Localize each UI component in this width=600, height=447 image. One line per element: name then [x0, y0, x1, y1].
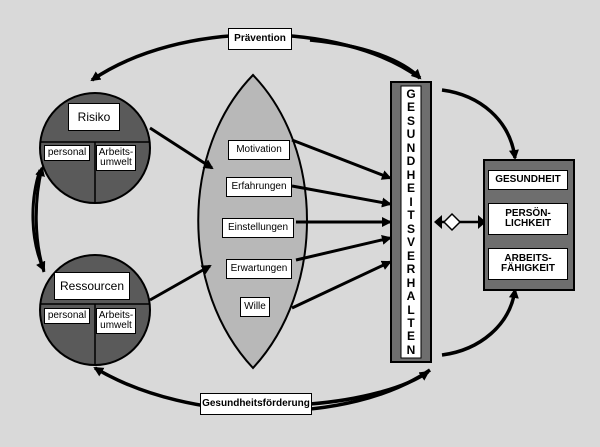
risk-personal: personal: [44, 145, 90, 161]
behavior-letter: S: [406, 221, 415, 236]
behavior-letter: V: [406, 235, 415, 250]
behavior-letter: N: [406, 140, 416, 155]
prevention-label: Prävention: [228, 28, 292, 50]
resources-work-environment: Arbeits- umwelt: [96, 308, 136, 334]
factor-erfahrungen: Erfahrungen: [226, 177, 292, 197]
left-arc-up: [34, 166, 46, 273]
risk-to-lens-arrow: [149, 126, 214, 170]
resources-personal: personal: [44, 308, 90, 324]
behavior-letter: E: [406, 100, 415, 115]
risk-work-environment: Arbeits- umwelt: [96, 145, 136, 171]
behavior-letter: T: [407, 208, 415, 223]
resources-title: Ressourcen: [54, 272, 130, 300]
behavior-letter: G: [406, 87, 416, 101]
behavior-letter: T: [407, 315, 415, 330]
behavior-letter: S: [406, 113, 415, 128]
behavior-letter: A: [406, 289, 416, 304]
behavior-letter: L: [407, 302, 415, 317]
risk-title: Risiko: [68, 103, 120, 131]
factor-einstellungen: Einstellungen: [222, 218, 294, 238]
outcome-gesundheit: GESUNDHEIT: [488, 170, 568, 190]
resources-to-lens-arrow: [149, 264, 212, 302]
behavior-letter: I: [409, 194, 413, 209]
arc-from-outcomes: [441, 288, 519, 357]
behavior-letter: D: [406, 154, 416, 169]
health-promotion-label: Gesundheitsförderung: [200, 393, 312, 415]
behavior-letter: R: [406, 262, 416, 277]
behavior-letter: U: [406, 127, 416, 142]
behavior-letter: E: [406, 248, 415, 263]
bottom-arc-right: [309, 370, 430, 406]
factor-erwartungen: Erwartungen: [226, 259, 292, 279]
factor-motivation: Motivation: [228, 140, 290, 160]
behavior-letter: H: [406, 167, 416, 182]
behavior-letter: H: [406, 275, 416, 290]
outcome-persoenlichkeit: PERSÖN- LICHKEIT: [488, 203, 568, 235]
behavior-letter: E: [406, 329, 415, 344]
arc-to-outcomes: [441, 88, 519, 160]
behavior-letter: E: [406, 181, 415, 196]
top-arc-right: [309, 38, 422, 80]
outcome-arbeitsfaehigkeit: ARBEITS- FÄHIGKEIT: [488, 248, 568, 280]
behavior-letter: N: [406, 342, 416, 357]
factor-wille: Wille: [240, 297, 270, 317]
